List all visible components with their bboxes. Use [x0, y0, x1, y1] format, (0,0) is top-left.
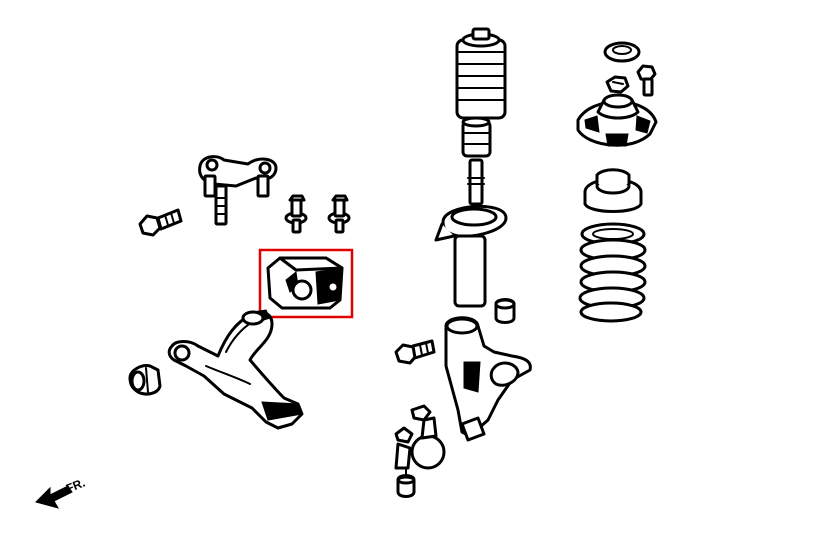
coil-spring — [578, 222, 647, 323]
spring-upper-seat — [583, 168, 643, 213]
direction-label: FR. — [64, 476, 87, 496]
lower-control-arm — [167, 309, 304, 430]
bump-stop — [461, 116, 492, 158]
strut-top-cap — [603, 41, 641, 63]
bracket-bolt-1 — [284, 194, 308, 234]
lower-arm-front-bushing — [128, 364, 162, 396]
strut-shock-absorber — [434, 158, 508, 308]
ball-joint — [394, 404, 446, 498]
steering-knuckle — [444, 316, 532, 442]
highlight-box — [258, 248, 354, 319]
front-direction-arrow — [35, 485, 73, 509]
top-mount-bolt — [636, 64, 657, 97]
strut-top-mount — [576, 93, 658, 147]
top-mount-nut — [605, 75, 630, 94]
knuckle-bolt — [394, 339, 436, 365]
lower-arm-rear-bushing — [266, 256, 344, 310]
bracket-bolt-2 — [327, 194, 351, 234]
bump-stop-boot — [455, 27, 507, 120]
lower-arm-bracket — [198, 155, 278, 226]
lower-arm-bolt — [138, 208, 183, 237]
stabilizer-link-bushing — [494, 298, 516, 324]
